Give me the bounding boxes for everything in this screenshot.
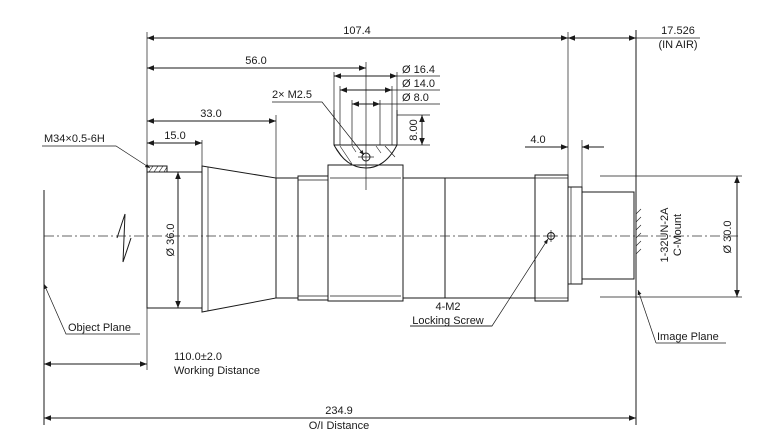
image-plane-line — [635, 30, 642, 425]
break-mark — [116, 213, 132, 263]
annotation-labels: 4-M2 Locking Screw Object Plane Image Pl… — [68, 301, 719, 432]
front-thread-len-label: 15.0 — [164, 130, 185, 142]
front-barrel — [146, 171, 203, 309]
clamp-ring — [327, 164, 404, 302]
oi-distance-label: O/I Distance — [309, 420, 370, 432]
back-focus-label: 17.526 — [661, 25, 695, 37]
rear-barrel-1 — [402, 177, 446, 299]
c-mount — [567, 186, 583, 285]
dimension-lines — [44, 35, 740, 421]
to-clamp-label: 56.0 — [245, 55, 266, 67]
oi-distance-value: 234.9 — [325, 405, 353, 417]
to-barrel-step-label: 33.0 — [200, 108, 221, 120]
mount-step-label: 4.0 — [530, 134, 545, 146]
ring-2 — [297, 175, 329, 301]
front-diameter-label: Ø 36.0 — [165, 223, 177, 256]
back-focus-note: (IN AIR) — [658, 39, 697, 51]
clamp-d1-label: Ø 16.4 — [402, 64, 435, 76]
lens-body — [146, 164, 635, 313]
clamp-d2-label: Ø 14.0 — [402, 78, 435, 90]
rear-diameter-label: Ø 30.0 — [722, 220, 734, 253]
mount-type-label: C-Mount — [672, 214, 684, 256]
mount-thread-label: 1-32UN-2A — [659, 207, 671, 263]
clamp-height-label: 8.00 — [408, 119, 420, 140]
working-distance-value: 110.0±2.0 — [174, 351, 222, 363]
ring-1 — [275, 177, 299, 299]
mount-flange — [581, 191, 635, 280]
locking-screw-count: 4-M2 — [435, 301, 460, 313]
object-plane-label: Object Plane — [68, 322, 131, 334]
thread-front-label: M34×0.5-6H — [44, 133, 105, 145]
clamp-d3-label: Ø 8.0 — [402, 92, 429, 104]
tapered-section — [201, 165, 277, 313]
overall-length-label: 107.4 — [343, 25, 371, 37]
locking-screw-label: Locking Screw — [412, 315, 484, 327]
clamp-screws-label: 2× M2.5 — [272, 89, 312, 101]
working-distance-label: Working Distance — [174, 365, 260, 377]
dimension-labels: 107.4 17.526 (IN AIR) 56.0 33.0 15.0 M34… — [44, 25, 734, 263]
rear-barrel-3 — [534, 174, 569, 302]
front-thread-hatch — [146, 165, 168, 173]
image-plane-label: Image Plane — [657, 331, 719, 343]
